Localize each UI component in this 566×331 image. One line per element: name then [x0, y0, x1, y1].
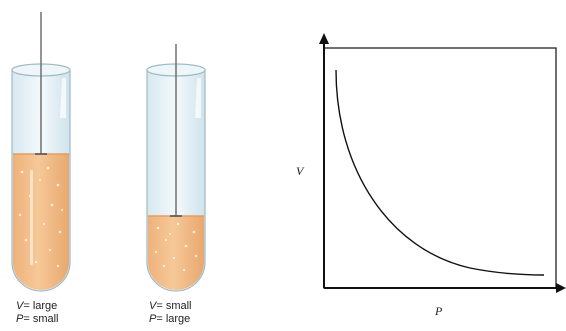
v-symbol: V	[16, 300, 24, 312]
graph-frame	[323, 47, 557, 289]
p-value: large	[165, 313, 191, 325]
inverse-curve	[335, 69, 545, 276]
v-symbol: V	[149, 300, 157, 312]
gas-bubbles	[154, 222, 198, 272]
v-value: large	[32, 300, 58, 312]
y-axis-label: V	[296, 164, 304, 178]
tube-liquid	[13, 154, 69, 290]
x-axis-label: P	[435, 304, 443, 318]
v-value: small	[165, 300, 192, 312]
p-symbol: P	[149, 313, 157, 325]
tube-2-caption: V= small P= large	[149, 300, 192, 325]
tube-liquid	[148, 216, 204, 290]
p-value: small	[32, 313, 59, 325]
p-symbol: P	[16, 313, 24, 325]
test-tube-large-volume	[11, 12, 71, 292]
pv-graph	[319, 33, 566, 293]
gas-bubbles	[18, 166, 63, 268]
x-axis-arrow-icon	[556, 283, 566, 293]
test-tube-small-volume	[146, 44, 206, 292]
y-axis-arrow-icon	[319, 33, 329, 44]
tube-1-caption: V= large P= small	[16, 300, 59, 325]
